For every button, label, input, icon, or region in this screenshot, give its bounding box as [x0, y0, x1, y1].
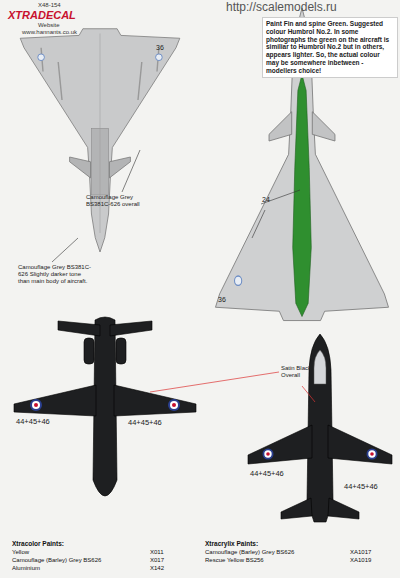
serial-number: 44+45+46: [250, 470, 284, 479]
serial-number: 44+45+46: [344, 483, 378, 492]
watermark: http://scalemodels.ru: [226, 1, 337, 15]
paint-name: Rescue Yellow BS256: [205, 557, 264, 564]
callout-box: Paint Fin and spine Green. Suggested col…: [262, 17, 398, 78]
website-url: www.hannants.co.uk: [22, 29, 77, 36]
paint-name: Yellow: [12, 549, 29, 556]
serial-number: 44+45+46: [16, 418, 50, 427]
roundel: [263, 449, 378, 460]
paint-code: XA1017: [350, 549, 371, 556]
colour-note: Camouflage Grey BS381C-626 overall: [86, 194, 154, 208]
website-label: Website: [38, 22, 60, 29]
brand-logo: XTRADECAL: [8, 9, 76, 22]
callout-number: 24: [262, 196, 270, 204]
paint-name: Aluminium: [12, 565, 40, 572]
paint-code: X011: [150, 549, 164, 556]
paint-name: Camouflage (Barley) Grey BS626: [12, 557, 101, 564]
callout-text: Paint Fin and spine Green. Suggested col…: [266, 20, 394, 75]
paint-code: X017: [150, 557, 164, 564]
product-code: X48-154: [38, 2, 61, 9]
hawk-canopy: [314, 350, 326, 384]
roundel: [30, 399, 180, 411]
colour-note: Camouflage Grey BS381C-626 Slightly dark…: [18, 264, 92, 285]
typhoon-underside: [20, 29, 180, 252]
paint-code: XA1019: [350, 557, 371, 564]
leader-line: [52, 150, 300, 262]
paint-code: X142: [150, 565, 164, 572]
paint-heading: Xtracolor Paints:: [12, 540, 64, 547]
colour-note: Satin Black Overall: [281, 365, 315, 379]
serial-number: 44+45+46: [128, 419, 162, 428]
dominie-underside: [14, 317, 196, 496]
callout-number: 36: [156, 44, 164, 52]
paint-heading: Xtracrylix Paints:: [205, 540, 258, 547]
paint-name: Camouflage (Barley) Grey BS626: [205, 549, 294, 556]
hawk-topside: [248, 334, 392, 522]
callout-number: 36: [218, 296, 226, 304]
